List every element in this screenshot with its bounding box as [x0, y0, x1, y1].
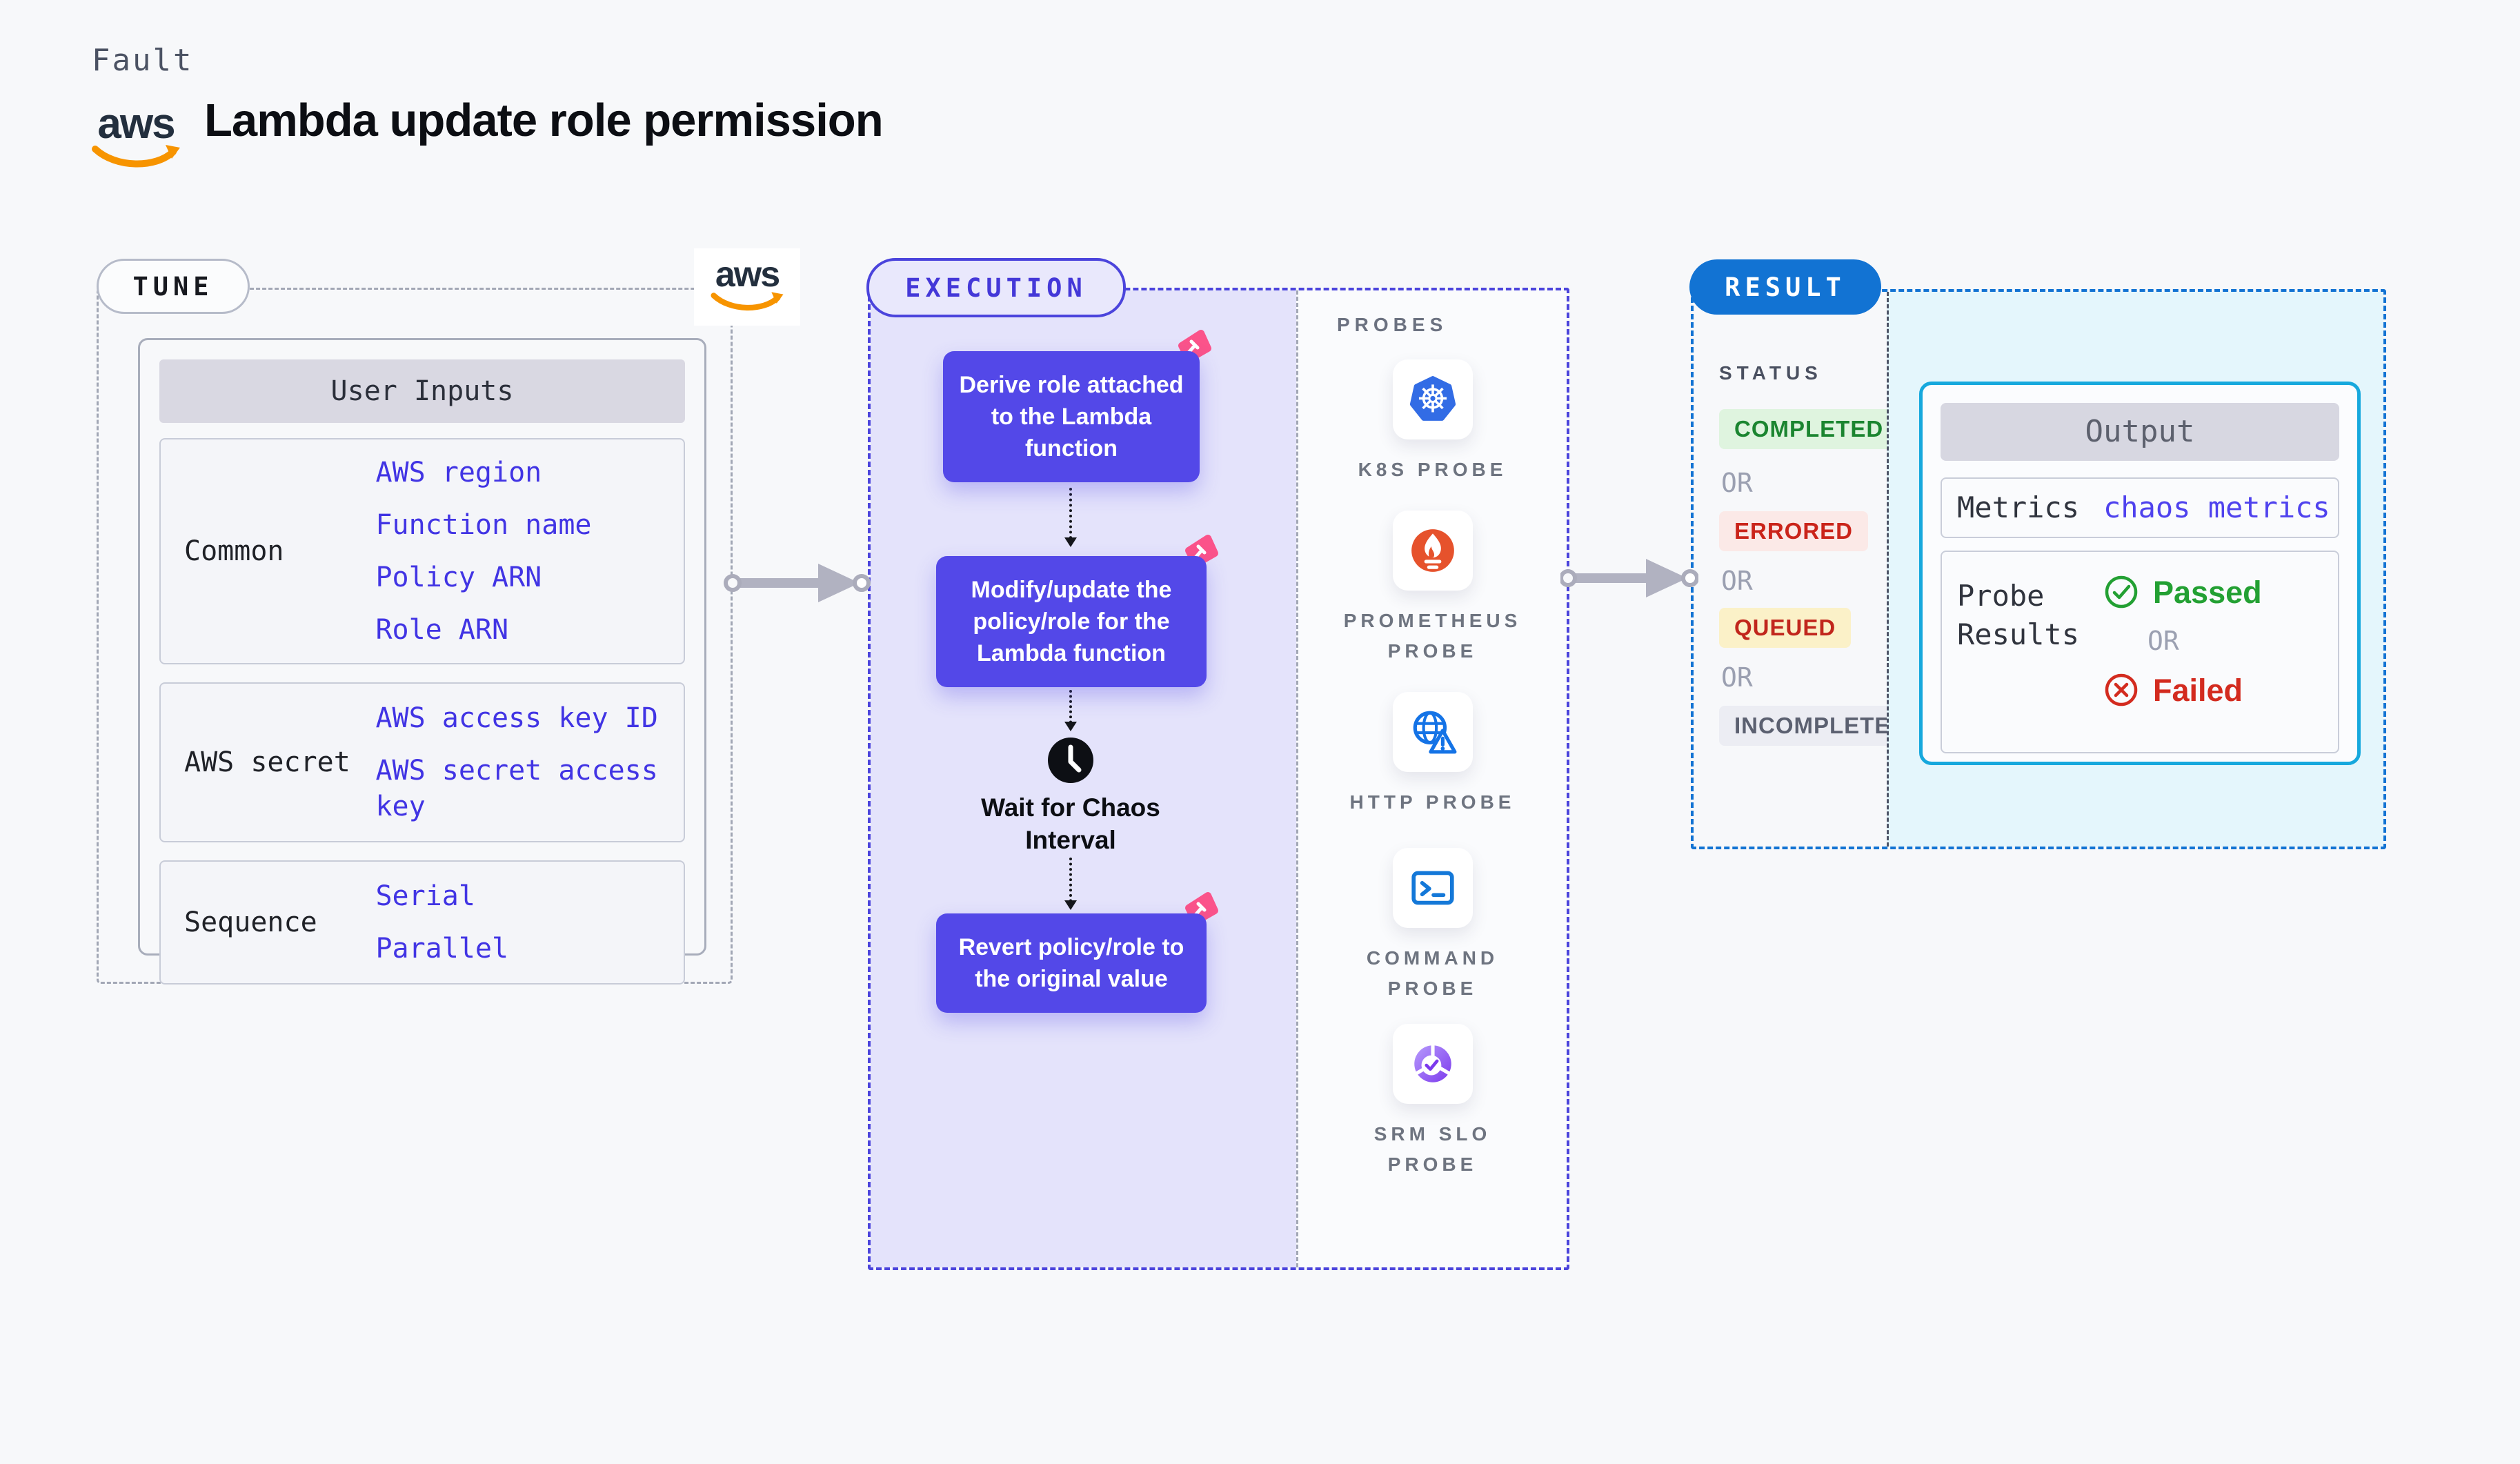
execution-pill: EXECUTION [866, 258, 1126, 317]
arrow-execution-to-result [1560, 559, 1698, 597]
metrics-label: Metrics [1957, 491, 2080, 524]
probes-panel: PROBES K8S PROBE PROMET [1296, 290, 1567, 1267]
output-title: Output [1941, 403, 2339, 461]
link-aws-access-key-id[interactable]: AWS access key ID [375, 702, 658, 734]
probe-tile-prometheus [1392, 511, 1473, 591]
or-label: OR [1721, 662, 1753, 693]
probe-tile-srm-slo [1392, 1024, 1473, 1104]
flow-connector [1064, 858, 1077, 910]
probe-label-srm-slo: SRM SLO PROBE [1373, 1123, 1491, 1175]
execution-section: Derive role attached to the Lambda funct… [868, 288, 1569, 1270]
failed-label: Failed [2153, 672, 2243, 708]
chaos-metrics-link[interactable]: chaos metrics [2103, 491, 2330, 524]
link-role-arn[interactable]: Role ARN [375, 614, 509, 646]
flow-connector [1064, 488, 1077, 547]
or-label: OR [2147, 626, 2179, 656]
execution-flow-panel: Derive role attached to the Lambda funct… [871, 290, 1296, 1267]
page-title: Lambda update role permission [204, 95, 884, 146]
user-inputs-title: User Inputs [159, 359, 685, 423]
probe-tile-http [1392, 692, 1473, 772]
row-label: Sequence [184, 907, 317, 938]
link-policy-arn[interactable]: Policy ARN [375, 562, 542, 593]
probes-label: PROBES [1337, 314, 1448, 335]
failed-x-icon [2105, 673, 2138, 706]
aws-smile-icon [92, 144, 180, 168]
output-card: Output Metrics chaos metrics Probe Resul… [1919, 382, 2361, 765]
srm-slo-icon [1413, 1044, 1451, 1082]
http-globe-icon [1413, 711, 1456, 754]
step-revert-policy: Revert policy/role to the original value [936, 913, 1207, 1013]
arrow-tune-to-execution [724, 564, 871, 602]
link-aws-secret-access-key[interactable]: AWS secret access key [375, 755, 658, 822]
link-function-name[interactable]: Function name [375, 509, 592, 541]
probe-tile-k8s [1392, 359, 1473, 439]
wait-clock-icon [1046, 736, 1095, 784]
flow-connector [1064, 690, 1077, 731]
probe-results-label: Probe Results [1957, 579, 2080, 651]
aws-logo-text: aws [715, 254, 780, 295]
table-row-common: Common AWS region Function name Policy A… [159, 438, 685, 664]
aws-logo: aws [90, 100, 182, 172]
status-column: STATUS COMPLETED OR ERRORED OR QUEUED OR… [1694, 292, 1923, 847]
aws-smile-icon [711, 292, 784, 311]
fault-eyebrow: Fault [92, 43, 194, 78]
tune-aws-logo-patch: aws [694, 248, 800, 326]
or-label: OR [1721, 566, 1753, 596]
prometheus-icon [1411, 529, 1454, 572]
table-row-aws-secret: AWS secret AWS access key ID AWS secret … [159, 682, 685, 842]
wait-for-chaos-label: Wait for Chaos Interval [981, 793, 1160, 854]
aws-logo-text: aws [97, 100, 175, 148]
passed-row: Passed [2103, 574, 2262, 610]
probe-label-http: HTTP PROBE [1349, 791, 1516, 813]
probe-label-prometheus: PROMETHEUS PROBE [1343, 610, 1522, 662]
probe-label-command: COMMAND PROBE [1366, 947, 1499, 999]
status-badge-errored: ERRORED [1719, 511, 1869, 551]
result-section: STATUS COMPLETED OR ERRORED OR QUEUED OR… [1691, 289, 2386, 849]
user-inputs-card: User Inputs Common AWS region Function n… [138, 338, 706, 985]
result-pill: RESULT [1689, 259, 1881, 315]
probe-label-k8s: K8S PROBE [1358, 459, 1507, 480]
link-parallel[interactable]: Parallel [375, 933, 509, 965]
step-derive-role: Derive role attached to the Lambda funct… [943, 351, 1200, 482]
tune-pill: TUNE [97, 259, 250, 314]
link-aws-region[interactable]: AWS region [375, 457, 542, 488]
row-label: AWS secret [184, 746, 350, 778]
status-badge-queued: QUEUED [1719, 608, 1852, 648]
kubernetes-icon [1409, 376, 1456, 421]
output-panel: Output Metrics chaos metrics Probe Resul… [1887, 292, 2383, 847]
passed-label: Passed [2153, 574, 2262, 610]
probe-results-row: Probe Results Passed OR [1941, 551, 2339, 753]
status-badge-completed: COMPLETED [1719, 409, 1899, 449]
passed-check-icon [2105, 575, 2138, 609]
or-label: OR [1721, 468, 1753, 498]
aws-logo-small: aws [709, 254, 785, 316]
row-label: Common [184, 535, 284, 567]
command-terminal-icon [1411, 871, 1454, 905]
failed-row: Failed [2103, 672, 2262, 708]
probe-tile-command [1392, 848, 1473, 928]
table-row-sequence: Sequence Serial Parallel [159, 860, 685, 985]
step-modify-policy: Modify/update the policy/role for the La… [936, 556, 1207, 687]
metrics-row: Metrics chaos metrics [1941, 477, 2339, 538]
link-serial[interactable]: Serial [375, 880, 475, 912]
status-label: STATUS [1719, 362, 1823, 384]
